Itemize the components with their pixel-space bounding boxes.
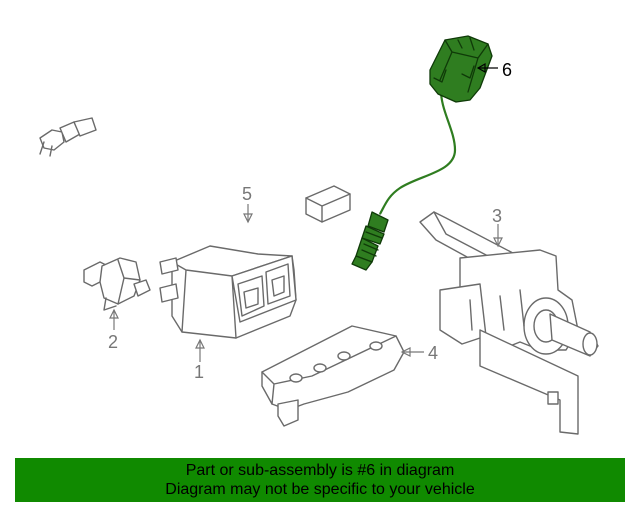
part-4-bracket[interactable]	[261, 325, 405, 427]
part-1-module[interactable]	[159, 245, 297, 339]
parts-diagram: 6 5 3 2 1 4	[39, 35, 599, 435]
leader-6-arrow	[476, 62, 486, 74]
part-5-oxygen-sensor[interactable]	[39, 117, 351, 225]
part-3-valve-assembly[interactable]	[419, 211, 599, 435]
leader-4-arrow	[400, 347, 411, 357]
part-6-oxygen-sensor[interactable]	[351, 35, 493, 271]
banner-line-part-number: Part or sub-assembly is #6 in diagram	[185, 462, 455, 479]
callout-6[interactable]: 6	[502, 60, 512, 80]
callout-1[interactable]: 1	[194, 362, 204, 382]
banner-line-disclaimer: Diagram may not be specific to your vehi…	[165, 481, 475, 498]
leader-1-arrow	[195, 338, 205, 349]
callout-4[interactable]: 4	[428, 343, 438, 363]
diagram-notice-banner: Part or sub-assembly is #6 in diagram Di…	[15, 458, 625, 502]
callout-5[interactable]: 5	[242, 184, 252, 204]
part-2-solenoid[interactable]	[83, 257, 151, 311]
callout-2[interactable]: 2	[108, 332, 118, 352]
leader-5-arrow	[243, 213, 253, 224]
leader-2-arrow	[109, 308, 119, 319]
leader-3-arrow	[493, 237, 503, 248]
callout-3[interactable]: 3	[492, 206, 502, 226]
